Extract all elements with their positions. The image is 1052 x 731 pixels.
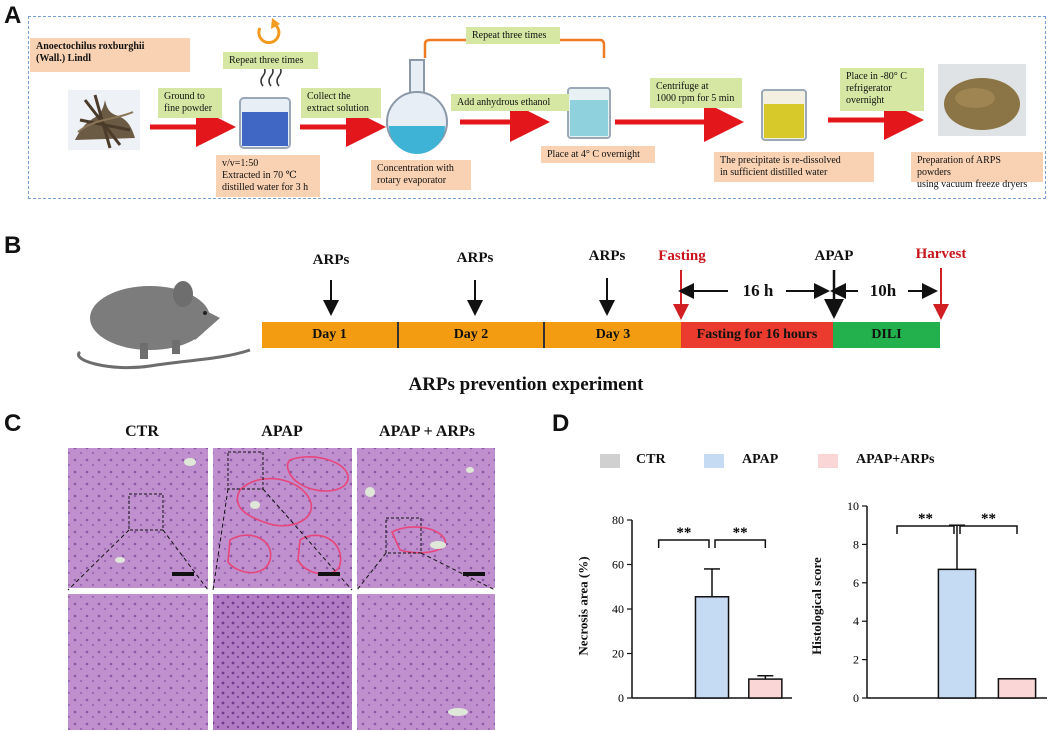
chart1-bar-apap-arps — [748, 678, 783, 699]
extraction-conditions-label: v/v=1:50 Extracted in 70 ℃ distilled wat… — [216, 155, 320, 197]
panel-letter-a: A — [4, 2, 22, 29]
legend-swatch-apap — [704, 454, 724, 468]
chart2-ytick-label: 4 — [853, 614, 859, 628]
panel-letter-b: B — [4, 232, 22, 259]
precipitate-line2: in sufficient distilled water — [720, 167, 828, 178]
centrifuge-line1: Centrifuge at — [656, 81, 709, 92]
precipitate-label: The precipitate is re-dissolved in suffi… — [714, 152, 874, 182]
column-header-apap-arps: APAP + ARPs — [379, 423, 475, 440]
beaker-yellow — [761, 89, 807, 141]
chart1-ytick-label: 40 — [612, 602, 624, 616]
repeat-three-times-label-2: Repeat three times — [466, 27, 560, 44]
timeline-day3: Day 3 — [545, 322, 681, 348]
centrifuge-label: Centrifuge at 1000 rpm for 5 min — [650, 78, 742, 108]
panel-b-title: ARPs prevention experiment — [408, 374, 644, 395]
arps-label-3: ARPs — [588, 248, 626, 264]
preparation-label: Preparation of ARPS powders using vacuum… — [911, 152, 1043, 190]
chart1-ytick-label: 60 — [612, 558, 624, 572]
extract-line2: Extracted in 70 ℃ — [222, 170, 297, 181]
chart1-bar-apap — [694, 596, 730, 699]
fasting-label: Fasting — [658, 248, 706, 264]
extract-line1: v/v=1:50 — [222, 158, 259, 169]
timeline-day1: Day 1 — [262, 322, 399, 348]
timeline-day2: Day 2 — [399, 322, 545, 348]
chart1-ytick-label: 0 — [618, 691, 624, 705]
collect-label: Collect the extract solution — [301, 88, 381, 118]
centrifuge-line2: 1000 rpm for 5 min — [656, 93, 735, 104]
plant-name-line2: (Wall.) Lindl — [36, 53, 92, 64]
harvest-label: Harvest — [915, 246, 967, 262]
column-header-ctr: CTR — [125, 423, 159, 440]
chart2-sig-bracket — [896, 525, 955, 534]
ctr-high-mag — [68, 594, 208, 730]
legend-swatch-ctr — [600, 454, 620, 468]
chart2-sig-label: ** — [981, 511, 996, 527]
panel-letter-d: D — [552, 410, 570, 437]
freeze-line3: overnight — [846, 95, 885, 106]
prep-line2: using vacuum freeze dryers — [917, 179, 1028, 190]
collect-line2: extract solution — [307, 103, 369, 114]
chart2-sig-bracket — [959, 525, 1018, 534]
panel-letter-c: C — [4, 410, 22, 437]
extract-line3: distilled water for 3 h — [222, 182, 309, 193]
beaker-cyan — [567, 87, 611, 139]
column-header-apap: APAP — [261, 423, 303, 440]
plant-name-line1: Anoectochilus roxburghii — [36, 41, 145, 52]
chart2-bar-apap-arps — [997, 678, 1037, 699]
arps-label-2: ARPs — [456, 250, 494, 266]
place-4c-label: Place at 4° C overnight — [541, 146, 655, 163]
concentration-label: Concentration with rotary evaporator — [371, 160, 471, 190]
panel-a-frame — [28, 16, 1046, 199]
freeze-label: Place in -80° C refrigerator overnight — [840, 68, 924, 111]
arps-label-1: ARPs — [312, 252, 350, 268]
chart2-ytick-label: 6 — [853, 576, 859, 590]
chart2-ytick-label: 8 — [853, 537, 859, 551]
flask-rotary — [386, 59, 448, 154]
ground-line1: Ground to — [164, 91, 205, 102]
chart1-sig-bracket — [714, 539, 767, 548]
chart1-ytick-label: 20 — [612, 647, 624, 661]
timeline-dili: DILI — [833, 322, 940, 348]
plant-photo — [68, 90, 140, 150]
chart2-bar-apap — [937, 568, 977, 699]
interval-10h: 10h — [869, 281, 897, 300]
freeze-line1: Place in -80° C — [846, 71, 907, 82]
chart2-ytick-label: 0 — [853, 691, 859, 705]
chart1-ytick-label: 80 — [612, 513, 624, 527]
ctr-low-mag — [68, 448, 208, 588]
ground-label: Ground to fine powder — [158, 88, 222, 118]
legend-label-apap: APAP — [742, 452, 779, 467]
apap-arps-high-mag — [357, 594, 495, 730]
chart2-ytick-label: 2 — [853, 653, 859, 667]
legend-label-apap-arps: APAP+ARPs — [856, 452, 935, 467]
prep-line1: Preparation of ARPS powders — [917, 155, 1001, 178]
ground-line2: fine powder — [164, 103, 213, 114]
timeline-fasting: Fasting for 16 hours — [681, 322, 833, 348]
precipitate-line1: The precipitate is re-dissolved — [720, 155, 841, 166]
apap-high-mag — [213, 594, 352, 730]
plant-name-label: Anoectochilus roxburghii (Wall.) Lindl — [30, 38, 190, 72]
chart1-sig-label: ** — [733, 525, 748, 541]
apap-low-mag — [213, 448, 352, 588]
legend-swatch-apap-arps — [818, 454, 838, 468]
mouse-illustration — [76, 281, 251, 370]
concentration-line1: Concentration with — [377, 163, 454, 174]
legend-label-ctr: CTR — [636, 452, 666, 467]
concentration-line2: rotary evaporator — [377, 175, 447, 186]
repeat-three-times-label-1: Repeat three times — [223, 52, 318, 69]
freeze-line2: refrigerator — [846, 83, 892, 94]
collect-line1: Collect the — [307, 91, 351, 102]
apap-label: APAP — [814, 248, 854, 264]
chart2-ytick-label: 10 — [847, 499, 859, 513]
chart2-sig-label: ** — [918, 511, 933, 527]
powder-photo — [938, 64, 1026, 136]
interval-16h: 16 h — [742, 281, 774, 300]
chart1-sig-label: ** — [676, 525, 691, 541]
chart1-sig-bracket — [657, 539, 710, 548]
add-ethanol-label: Add anhydrous ethanol — [451, 94, 569, 111]
